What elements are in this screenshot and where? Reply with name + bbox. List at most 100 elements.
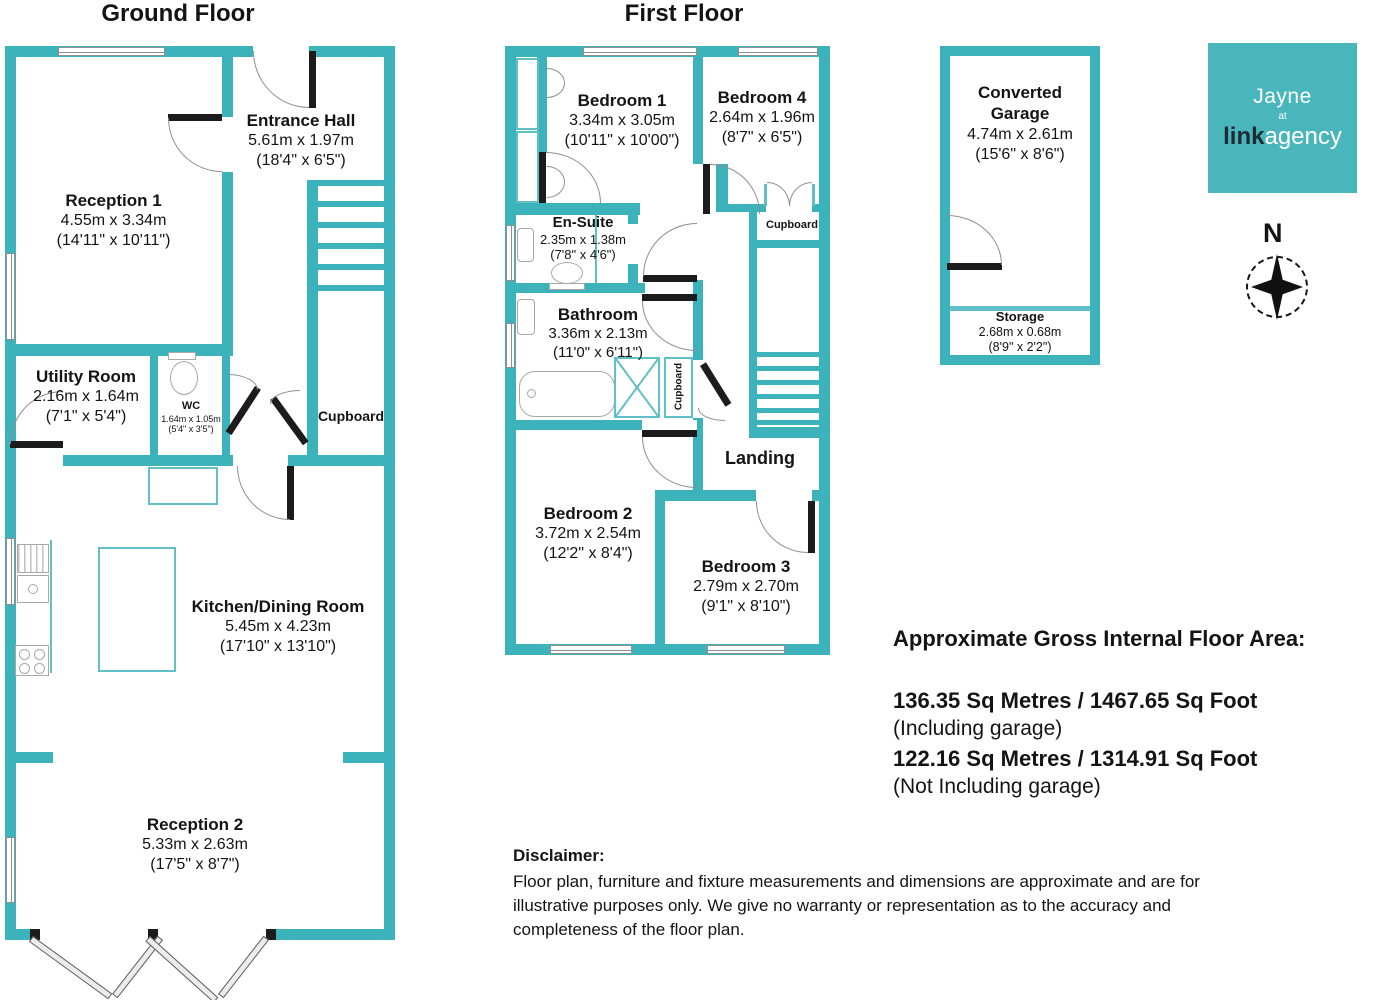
room-label-storage: Storage 2.68m x 0.68m (8'9" x 2'2") — [978, 309, 1062, 355]
door-leaf — [642, 294, 697, 301]
room-label-utility: Utility Room 2.16m x 1.64m (7'1" x 5'4") — [33, 367, 139, 426]
window — [6, 837, 15, 903]
floor-area-including-value: 136.35 Sq Metres / 1467.65 Sq Foot — [893, 688, 1258, 713]
door-swing-arc — [228, 374, 258, 390]
wall — [343, 752, 395, 763]
door-swing-arc — [270, 390, 300, 404]
wall — [655, 490, 665, 655]
door-swing-arc — [643, 223, 697, 276]
door-leaf — [947, 263, 1002, 270]
kitchen-island — [98, 547, 176, 672]
door-leaf — [10, 441, 63, 448]
wall — [655, 490, 830, 501]
shower-icon — [614, 357, 660, 418]
bifold-door-leaf — [145, 936, 219, 1000]
logo-brand: linkagency — [1223, 123, 1342, 151]
door-leaf — [643, 275, 697, 282]
toilet-icon — [551, 262, 583, 284]
wall — [812, 204, 830, 212]
toilet-cistern-icon — [168, 352, 196, 360]
stair-tread — [757, 352, 819, 357]
stair-tread — [318, 222, 384, 228]
disclaimer-heading: Disclaimer: — [513, 846, 605, 865]
toilet-icon — [170, 361, 198, 395]
wall — [222, 172, 233, 356]
door-swing-arc — [168, 118, 222, 172]
window — [550, 645, 632, 654]
hob-burner-icon — [34, 649, 45, 660]
floor-area-excluding-note: (Not Including garage) — [893, 775, 1101, 798]
door-swing-arc — [756, 501, 808, 553]
logo-at: at — [1278, 111, 1287, 122]
wall — [749, 240, 830, 248]
room-label-cupboard-rotated: Cupboard — [673, 362, 685, 411]
door-opening — [628, 224, 638, 264]
window — [506, 323, 515, 368]
wall — [512, 420, 703, 430]
wall — [150, 356, 158, 465]
room-label-bedroom4: Bedroom 4 2.64m x 1.96m (8'7" x 6'5") — [709, 88, 815, 147]
door-post — [266, 929, 276, 940]
wall — [749, 212, 757, 248]
door-swing-arc — [253, 51, 309, 108]
door-swing-arc — [642, 437, 697, 488]
door-leaf — [700, 362, 732, 407]
disclaimer-line: Floor plan, furniture and fixture measur… — [513, 872, 1200, 891]
kitchen-unit — [148, 467, 218, 505]
bifold-door-leaf — [28, 936, 113, 1000]
window — [583, 47, 697, 56]
room-label-bedroom1: Bedroom 1 3.34m x 3.05m (10'11" x 10'00"… — [564, 91, 680, 150]
first-floor-title: First Floor — [624, 0, 744, 27]
wall — [5, 344, 233, 356]
floor-area-including-note: (Including garage) — [893, 717, 1063, 740]
room-label-wc: WC 1.64m x 1.05m (5'4" x 3'5") — [161, 400, 221, 435]
door-swing-arc — [947, 215, 1002, 265]
stair-tread — [318, 243, 384, 249]
cupboard-door-jamb — [764, 184, 767, 206]
door-swing-arc — [789, 182, 812, 206]
wall — [819, 46, 830, 655]
wall — [222, 356, 230, 465]
hob-burner-icon — [34, 663, 45, 674]
agency-logo: Jayne at linkagency — [1208, 43, 1357, 193]
door-leaf — [808, 501, 815, 553]
logo-brand-bold: link — [1223, 123, 1265, 150]
wall — [749, 427, 830, 438]
room-label-cupboard-gf: Cupboard — [317, 408, 385, 424]
room-label-garage: Converted Garage 4.74m x 2.61m (15'6" x … — [967, 83, 1073, 163]
room-label-reception2: Reception 2 5.33m x 2.63m (17'5" x 8'7") — [142, 815, 248, 874]
stair-tread — [318, 285, 384, 291]
stair-tread — [318, 201, 384, 207]
wall — [5, 752, 53, 763]
door-swing-arc — [767, 182, 790, 206]
wall — [307, 180, 318, 465]
window — [6, 538, 15, 605]
door-opening — [756, 490, 812, 501]
door-leaf — [287, 466, 294, 520]
stair-tread — [757, 408, 819, 413]
logo-name: Jayne — [1253, 85, 1312, 108]
door-post — [30, 929, 40, 940]
wall — [693, 46, 703, 164]
front-door-leaf — [309, 51, 316, 108]
door-opening — [642, 420, 697, 430]
door-opening — [693, 360, 703, 418]
room-label-landing: Landing — [725, 448, 795, 468]
airing-cupboard — [664, 357, 693, 418]
room-label-bedroom2: Bedroom 2 3.72m x 2.54m (12'2" x 8'4") — [535, 504, 641, 563]
room-label-bedroom3: Bedroom 3 2.79m x 2.70m (9'1" x 8'10") — [693, 557, 799, 616]
door-swing-arc — [710, 164, 760, 214]
window — [738, 47, 818, 56]
basin-icon — [517, 299, 535, 335]
door-leaf — [168, 114, 222, 121]
wall — [222, 46, 233, 117]
shower-screen — [595, 215, 597, 283]
room-label-reception1: Reception 1 4.55m x 3.34m (14'11" x 10'1… — [56, 191, 171, 250]
sink-drain-icon — [28, 584, 38, 594]
wall — [515, 203, 640, 215]
wall — [63, 455, 233, 466]
hob-burner-icon — [19, 663, 30, 674]
wall — [1090, 46, 1100, 365]
bath-tap-icon — [527, 389, 536, 398]
